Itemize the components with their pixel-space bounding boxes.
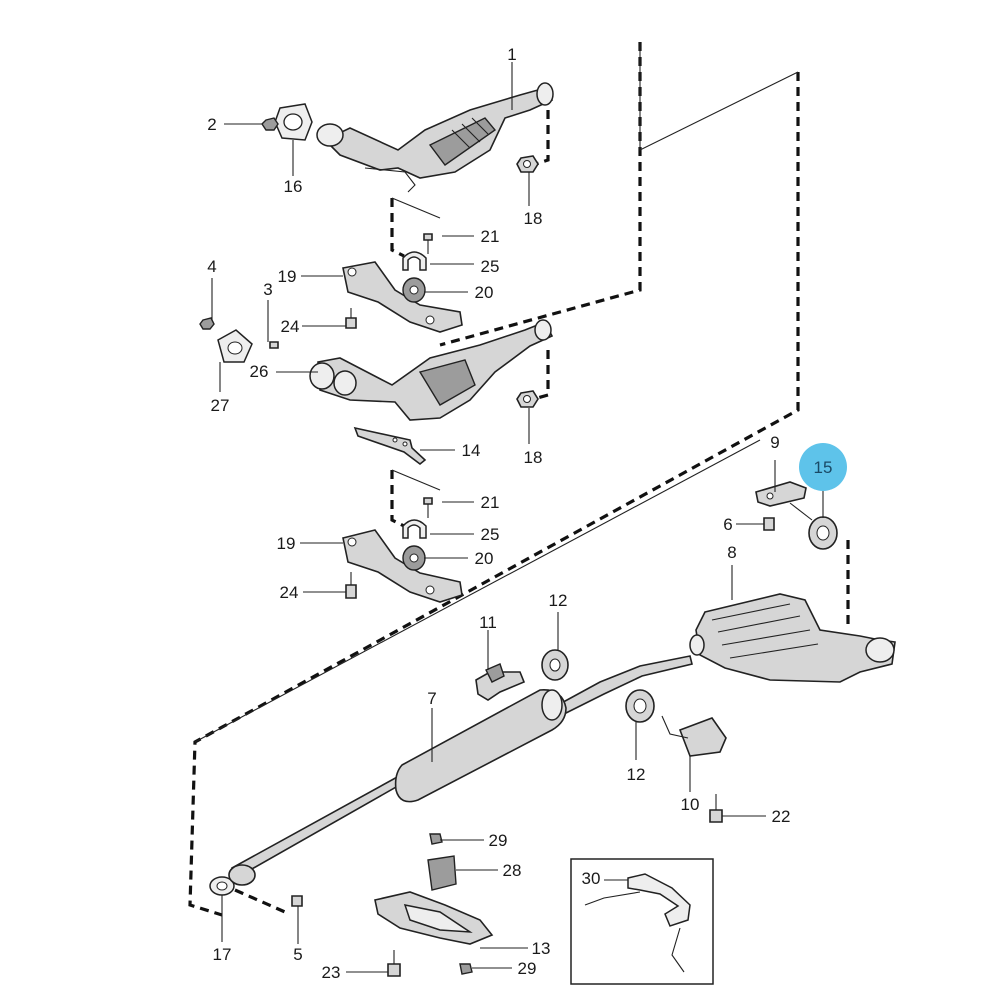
callout-9[interactable]: 9	[770, 433, 779, 452]
callout-5[interactable]: 5	[293, 945, 302, 964]
nut-29-upper	[429, 833, 443, 845]
bolt-24-lower	[345, 572, 357, 599]
bolt-5	[291, 895, 303, 907]
callout-11[interactable]: 11	[479, 613, 497, 632]
callout-16[interactable]: 16	[284, 177, 303, 196]
callout-22[interactable]: 22	[772, 807, 791, 826]
bolt-23	[387, 950, 401, 977]
nut-29-lower	[459, 963, 473, 975]
heat-shield-strap-14	[353, 426, 427, 466]
callout-14[interactable]: 14	[462, 441, 481, 460]
highlight-callout-15	[799, 443, 847, 491]
leader-lines	[211, 62, 824, 973]
nut-18-lower	[516, 390, 539, 408]
callout-29-upper[interactable]: 29	[489, 831, 508, 850]
bracket-11	[475, 663, 526, 701]
bolt-6	[763, 517, 775, 531]
bolt-22	[709, 794, 723, 823]
clamp-25-upper	[402, 251, 427, 271]
callout-25-upper[interactable]: 25	[481, 257, 500, 276]
callout-19-upper[interactable]: 19	[278, 267, 297, 286]
bolt-21-lower	[423, 497, 433, 518]
callout-8[interactable]: 8	[727, 543, 736, 562]
stud-3	[269, 341, 279, 349]
bushing-20-upper	[402, 277, 426, 303]
nut-18-upper	[516, 155, 539, 173]
rear-muffler-8	[689, 593, 896, 683]
callout-26[interactable]: 26	[250, 362, 269, 381]
callout-17[interactable]: 17	[213, 945, 232, 964]
callout-4[interactable]: 4	[207, 257, 216, 276]
gasket-27	[217, 329, 253, 363]
bracket-19-lower	[342, 529, 463, 603]
callout-25-lower[interactable]: 25	[481, 525, 500, 544]
callout-21-upper[interactable]: 21	[481, 227, 500, 246]
callout-30[interactable]: 30	[582, 869, 601, 888]
callout-21-lower[interactable]: 21	[481, 493, 500, 512]
bracket-9	[755, 481, 807, 507]
bracket-13	[374, 891, 494, 945]
flange-17	[209, 876, 235, 896]
bracket-19-upper	[342, 261, 463, 333]
nut-4	[199, 317, 215, 330]
gasket-16	[274, 103, 313, 141]
rubber-hanger-12-lower	[625, 689, 655, 723]
callout-20-lower[interactable]: 20	[475, 549, 494, 568]
callout-15[interactable]: 15	[814, 458, 833, 477]
rubber-hanger-15	[789, 502, 838, 550]
callout-2[interactable]: 2	[207, 115, 216, 134]
bolt-21-upper	[423, 233, 433, 254]
pipe-end-flange	[228, 864, 256, 886]
callout-18-upper[interactable]: 18	[524, 209, 543, 228]
callout-labels: 1 2 16 18 21 4 19 25 3 20 24 26 27 14 18…	[207, 45, 832, 982]
bolt-24-upper	[345, 308, 357, 329]
rubber-hanger-12-upper	[541, 649, 569, 681]
highlight-circle	[799, 443, 847, 491]
bracket-10	[661, 715, 727, 757]
callout-23[interactable]: 23	[322, 963, 341, 982]
callout-3[interactable]: 3	[263, 280, 272, 299]
callout-24-lower[interactable]: 24	[280, 583, 299, 602]
callout-19-lower[interactable]: 19	[277, 534, 296, 553]
clamp-25-lower	[402, 519, 427, 539]
bushing-20-lower	[402, 545, 426, 571]
dashed-routing-lines	[188, 42, 850, 917]
callout-29-lower[interactable]: 29	[518, 959, 537, 978]
callout-6[interactable]: 6	[723, 515, 732, 534]
center-muffler-7	[394, 689, 567, 803]
front-catalytic-converter	[316, 82, 554, 193]
callout-7[interactable]: 7	[427, 689, 436, 708]
callout-12-upper[interactable]: 12	[549, 591, 568, 610]
callout-28[interactable]: 28	[503, 861, 522, 880]
inset-box-30	[570, 858, 714, 985]
nut-2	[261, 117, 279, 131]
callout-18-lower[interactable]: 18	[524, 448, 543, 467]
callout-24-upper[interactable]: 24	[281, 317, 300, 336]
rear-catalytic-converter	[309, 319, 554, 421]
callout-10[interactable]: 10	[681, 795, 700, 814]
mount-28	[427, 855, 457, 891]
callout-20-upper[interactable]: 20	[475, 283, 494, 302]
callout-13[interactable]: 13	[532, 939, 551, 958]
callout-27[interactable]: 27	[211, 396, 230, 415]
callout-1[interactable]: 1	[507, 45, 516, 64]
callout-12-lower[interactable]: 12	[627, 765, 646, 784]
